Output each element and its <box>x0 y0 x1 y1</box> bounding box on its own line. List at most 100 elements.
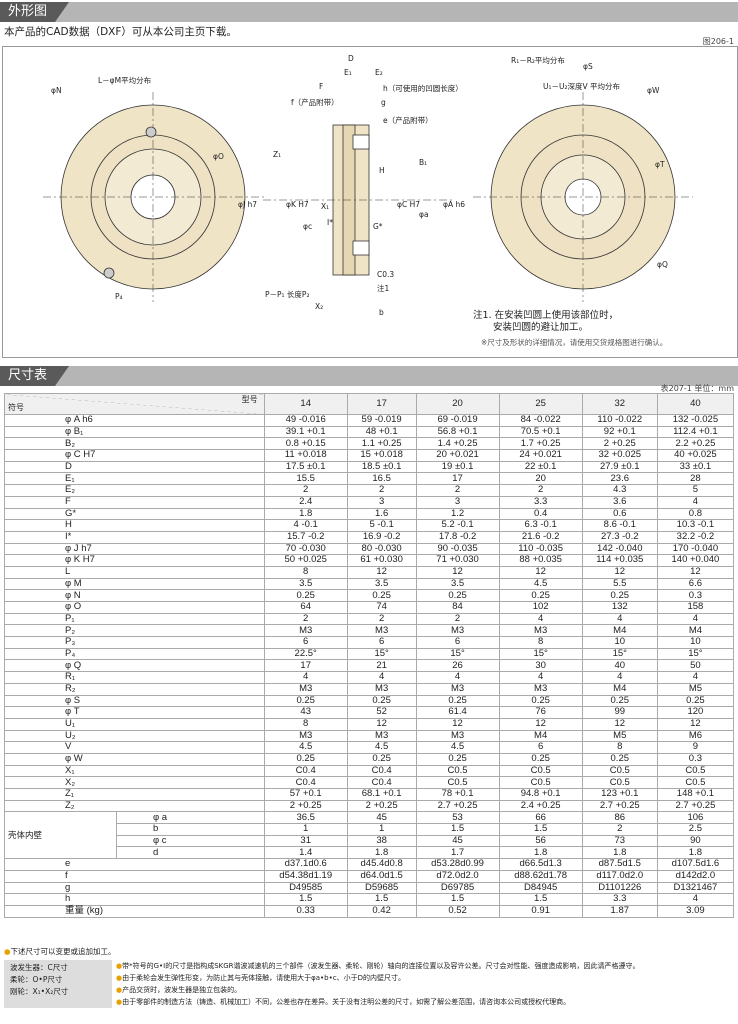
table-cell: 0.25 <box>263 589 348 602</box>
table-cell: 8 <box>498 636 583 649</box>
table-cell: C0.5 <box>498 764 583 778</box>
table-cell: 0.25 <box>581 752 658 766</box>
table-cell: 1 <box>346 823 417 836</box>
label-e2: E₂ <box>375 68 383 77</box>
table-cell: 2 <box>346 484 417 497</box>
table-cell: 3 <box>346 495 417 509</box>
table-cell: 132 -0.025 <box>656 414 735 427</box>
table-cell: 12 <box>498 565 583 579</box>
table-cell: 4 -0.1 <box>263 519 348 532</box>
group-label: 壳体内壁 <box>4 811 117 860</box>
table-cell: 8.6 -0.1 <box>581 519 658 532</box>
table-cell: C0.5 <box>581 776 658 789</box>
table-cell: 22.5° <box>263 647 348 661</box>
table-cell: 5.2 -0.1 <box>415 519 500 532</box>
table-cell: 49 -0.016 <box>263 414 348 427</box>
row-label: g <box>4 881 265 895</box>
table-cell: 0.33 <box>263 904 348 918</box>
table-cell: 1.8 <box>263 507 348 521</box>
table-cell: 1.5 <box>415 893 500 906</box>
row-label: φ C H7 <box>4 449 265 462</box>
table-cell: 1.5 <box>263 893 348 906</box>
table-cell: M3 <box>263 682 348 696</box>
table-cell: 4 <box>656 612 735 626</box>
table-cell: 106 <box>656 811 735 825</box>
row-label: G* <box>4 507 265 521</box>
table-cell: M3 <box>498 624 583 638</box>
table-cell: 4.5 <box>498 577 583 591</box>
table-cell: 140 +0.040 <box>656 554 735 567</box>
table-cell: 64 <box>263 601 348 614</box>
label-phi-a: φa <box>419 210 429 219</box>
table-cell: 27.3 -0.2 <box>581 530 658 544</box>
table-cell: 71 +0.030 <box>415 554 500 567</box>
table-cell: 3.5 <box>346 577 417 591</box>
table-cell: 17.5 ±0.1 <box>263 460 348 474</box>
table-cell: 5 -0.1 <box>346 519 417 532</box>
label-phi-c: φc <box>303 222 312 231</box>
table-cell: M3 <box>415 729 500 743</box>
table-cell: 0.25 <box>346 589 417 602</box>
drawing-svg: φN L－φM平均分布 φO P₄ D E₁ E₂ F h（可使用的凹圆长度） … <box>43 54 693 317</box>
table-cell: 31 <box>263 834 348 848</box>
table-cell: 4 <box>656 495 735 509</box>
table-cell: 20 <box>498 472 583 486</box>
legend-item: 波发生器：C尺寸 <box>10 963 68 972</box>
table-cell: 6.3 -0.1 <box>498 519 583 532</box>
table-cell: M4 <box>581 624 658 638</box>
table-cell: 30 <box>498 659 583 673</box>
table-cell: 56.8 +0.1 <box>415 425 500 439</box>
table-cell: 50 <box>656 659 735 673</box>
table-cell: 0.3 <box>656 752 735 766</box>
table-cell: 2 <box>581 823 658 836</box>
row-label: f <box>4 869 265 883</box>
technical-drawing: φN L－φM平均分布 φO P₄ D E₁ E₂ F h（可使用的凹圆长度） … <box>2 46 738 358</box>
row-label: φ W <box>4 752 265 766</box>
table-cell: 4.5 <box>346 741 417 754</box>
table-cell: 43 <box>263 706 348 719</box>
table-ref: 表207-1 单位：mm <box>660 384 734 393</box>
table-cell: 120 <box>656 706 735 719</box>
table-cell: 0.25 <box>415 752 500 766</box>
table-cell: 45 <box>346 811 417 825</box>
footnote: ●下述尺寸可以变更或追加加工。 <box>4 947 116 956</box>
table-cell: 12 <box>581 565 658 579</box>
row-label: U₂ <box>4 729 265 743</box>
table-cell: 50 +0.025 <box>263 554 348 567</box>
bullet-note: ●由于零部件的制造方法（铸造、机械加工）不同，公差也存在差异。关于没有注明公差的… <box>116 998 571 1006</box>
row-label: φ a <box>115 811 265 825</box>
table-cell: 1.87 <box>581 904 658 918</box>
table-cell: C0.5 <box>415 776 500 789</box>
table-cell: 2 <box>346 612 417 626</box>
table-cell: 12 <box>498 717 583 731</box>
table-cell: 3 <box>415 495 500 509</box>
table-cell: 2.5 <box>656 823 735 836</box>
note-line-2: 安装凹圆的避让加工。 <box>493 322 589 333</box>
row-label: X₁ <box>4 764 265 778</box>
table-cell: 1.8 <box>581 846 658 860</box>
table-cell: 0.3 <box>656 589 735 602</box>
row-label: φ M <box>4 577 265 591</box>
table-cell: 0.25 <box>263 752 348 766</box>
label-e-note: e（产品附带） <box>383 115 433 125</box>
table-cell: 4.3 <box>581 484 658 497</box>
table-cell: C0.4 <box>346 764 417 778</box>
label-x2: X₂ <box>315 302 323 311</box>
table-cell: 61.4 <box>415 706 500 719</box>
table-cell: 78 +0.1 <box>415 788 500 801</box>
table-cell: 4 <box>415 671 500 684</box>
